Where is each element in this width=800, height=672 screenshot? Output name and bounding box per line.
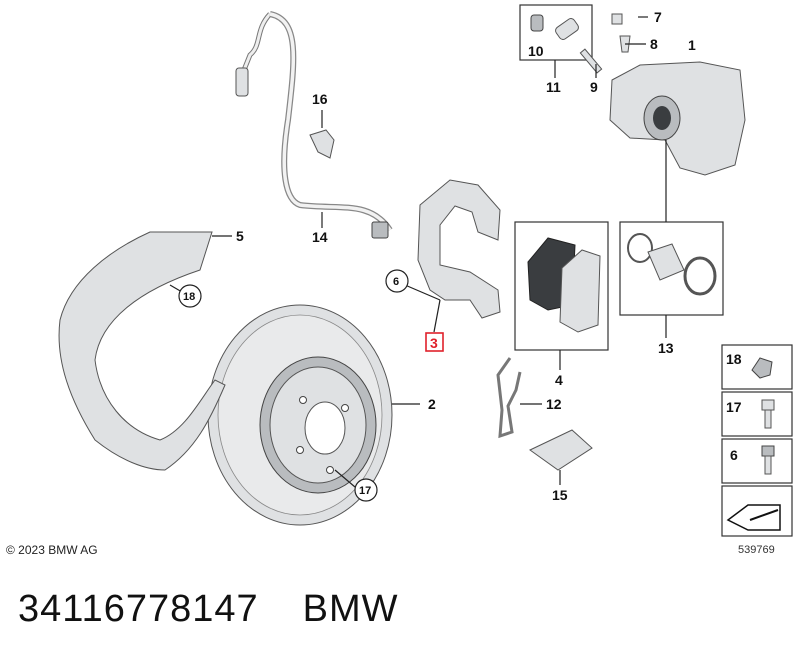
label-17: 17 bbox=[359, 485, 371, 497]
repair-kit-parts bbox=[627, 233, 717, 296]
label-5: 5 bbox=[236, 228, 244, 244]
copyright-notice: © 2023 BMW AG bbox=[6, 543, 98, 557]
brake-pads bbox=[527, 237, 601, 333]
legend-label-6: 6 bbox=[730, 447, 738, 463]
label-10: 10 bbox=[528, 43, 544, 59]
label-3-highlighted[interactable]: 3 bbox=[430, 335, 438, 351]
image-number: 539769 bbox=[738, 544, 775, 556]
label-7: 7 bbox=[654, 9, 662, 25]
brake-splash-shield bbox=[58, 231, 226, 471]
legend-label-17: 17 bbox=[726, 399, 742, 415]
label-16: 16 bbox=[312, 91, 328, 107]
label-11: 11 bbox=[546, 79, 561, 95]
label-6: 6 bbox=[393, 276, 399, 288]
brake-line-sensor-cable bbox=[235, 11, 393, 239]
legend-label-18: 18 bbox=[726, 351, 742, 367]
bleeder-screw-7 bbox=[611, 13, 623, 25]
highlighted-part-frame[interactable] bbox=[425, 332, 444, 352]
shim-plate bbox=[529, 429, 593, 471]
label-15: 15 bbox=[552, 487, 568, 503]
label-6-circle bbox=[385, 269, 409, 293]
legend-fastener-box bbox=[721, 344, 793, 537]
brake-disc bbox=[207, 304, 393, 526]
label-17-circle bbox=[354, 478, 378, 502]
label-18: 18 bbox=[183, 291, 195, 303]
bracket-part-16 bbox=[309, 129, 335, 159]
parts-diagram: 7 8 1 10 11 9 13 4 12 15 2 5 14 16 18 17… bbox=[6, 4, 793, 557]
label-18-circle bbox=[178, 284, 202, 308]
part-number: 34116778147 bbox=[18, 588, 259, 630]
caliper-carrier bbox=[417, 179, 501, 319]
label-8: 8 bbox=[650, 36, 658, 52]
label-2: 2 bbox=[428, 396, 436, 412]
brand-name: BMW bbox=[302, 588, 399, 630]
part-footer: 34116778147 BMW bbox=[18, 588, 443, 631]
guide-sleeve-parts bbox=[530, 14, 579, 40]
brake-caliper bbox=[609, 61, 746, 176]
label-14: 14 bbox=[312, 229, 328, 245]
label-13: 13 bbox=[658, 340, 674, 356]
anti-rattle-spring bbox=[496, 357, 522, 439]
label-4: 4 bbox=[555, 372, 563, 388]
label-12: 12 bbox=[546, 396, 562, 412]
label-1: 1 bbox=[688, 37, 696, 53]
label-9: 9 bbox=[590, 79, 598, 95]
